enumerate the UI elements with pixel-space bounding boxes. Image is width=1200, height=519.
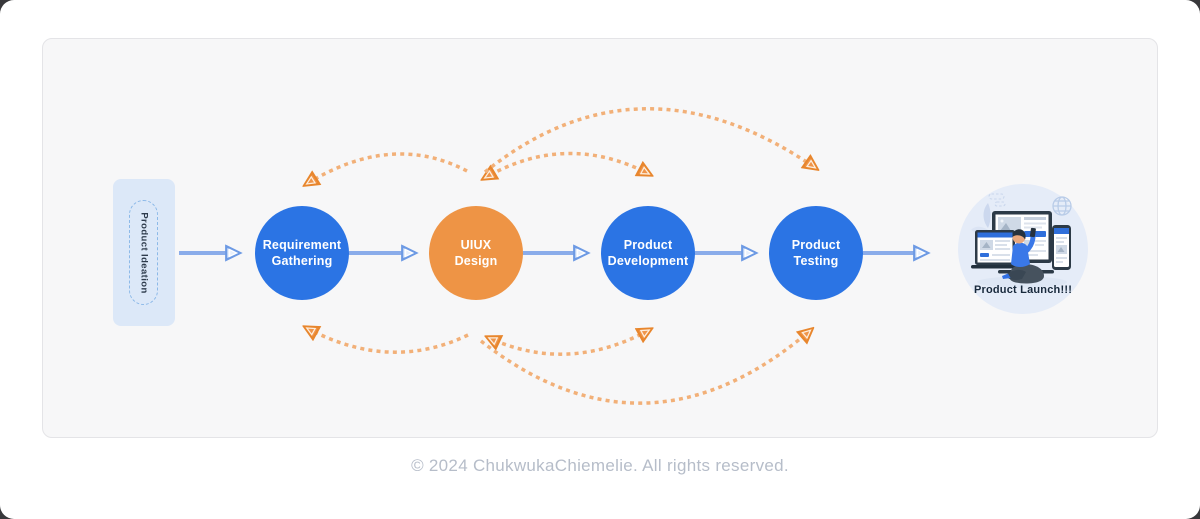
node-label-line: Design	[454, 254, 498, 268]
feedback-arc-top-uiux-to-testing	[483, 107, 817, 174]
node-product-development: Product Development	[601, 206, 695, 300]
phone-icon	[1052, 225, 1071, 270]
product-launch-label: Product Launch!!!	[973, 284, 1073, 296]
plant-icon	[971, 203, 991, 233]
product-ideation-box: Product Ideation	[113, 179, 175, 326]
feedback-arc-bottom-uiux-to-development	[487, 329, 651, 356]
laptop-icon	[971, 230, 1019, 269]
feedback-arc-bottom-uiux-to-testing	[479, 329, 812, 405]
arrows-layer	[179, 107, 1159, 405]
person-illustration	[1002, 227, 1044, 284]
node-label-line: Gathering	[271, 254, 333, 268]
node-uiux-design: UIUX Design	[429, 206, 523, 300]
node-product-testing: Product Testing	[769, 206, 863, 300]
diagram-panel: Product Ideation Requirement Gathering U…	[42, 38, 1158, 438]
feedback-arc-top-uiux-to-development	[483, 151, 651, 179]
ideation-label: Product Ideation	[138, 211, 149, 294]
node-requirement-gathering: Requirement Gathering	[255, 206, 349, 300]
product-launch-node: Product Launch!!!	[958, 184, 1088, 314]
node-label-line: Product	[791, 237, 841, 252]
node-label-line: Product	[623, 237, 673, 252]
node-label-line: Requirement	[262, 237, 342, 252]
ideation-dashed-pill: Product Ideation	[129, 200, 158, 305]
ui-chips-icon	[988, 193, 1006, 207]
feedback-arc-bottom-uiux-to-requirement	[305, 327, 469, 354]
globe-icon	[1052, 196, 1072, 216]
product-launch-illustration	[971, 193, 1072, 288]
node-label-line: Development	[607, 254, 689, 268]
node-label-line: Testing	[793, 254, 839, 268]
copyright-text: © 2024 ChukwukaChiemelie. All rights res…	[411, 456, 789, 475]
node-label-line: UIUX	[460, 237, 492, 252]
feedback-arc-top-uiux-to-requirement	[305, 152, 468, 185]
